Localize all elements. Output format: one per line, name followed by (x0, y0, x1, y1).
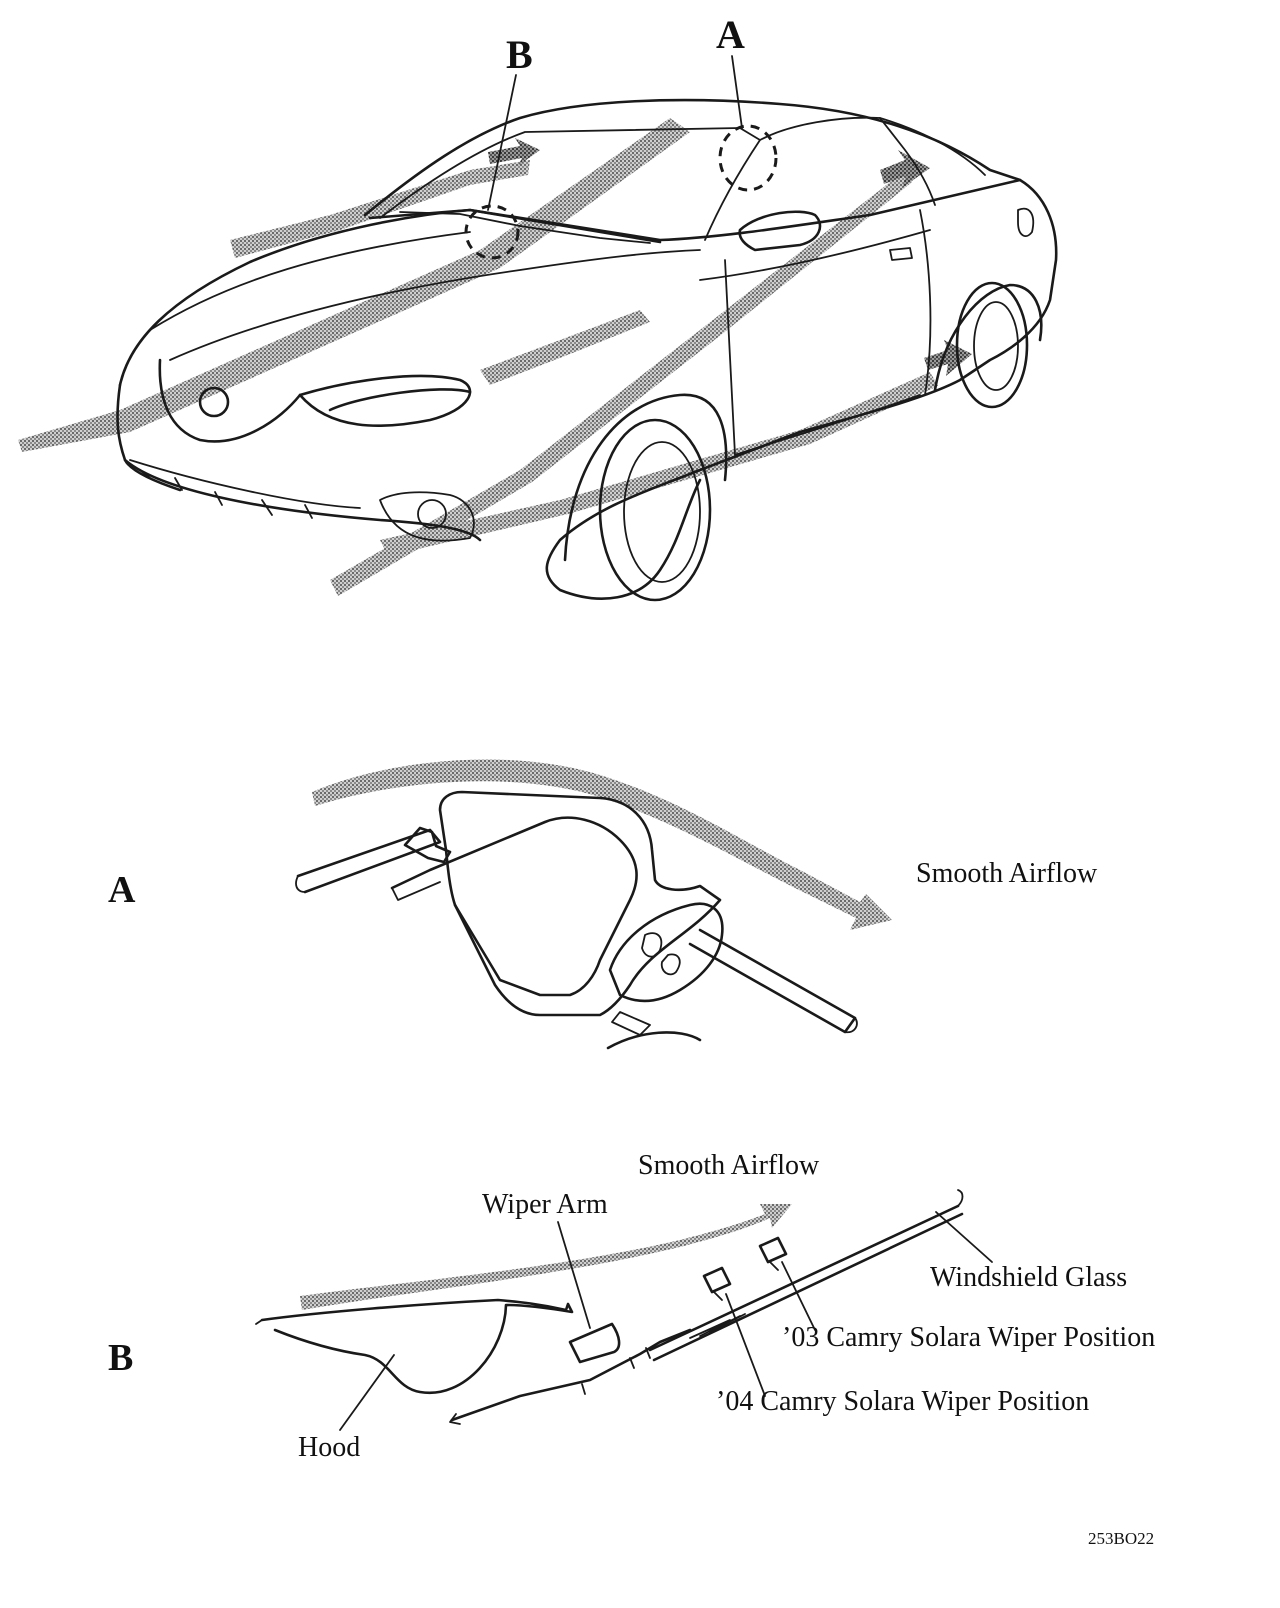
wiper-position-04 (702, 1266, 732, 1294)
wiper-position-04-label: ’04 Camry Solara Wiper Position (716, 1386, 1089, 1417)
callout-b: B (464, 32, 533, 260)
callout-b-circle (464, 204, 520, 260)
detail-b-airflow-arrow (300, 1204, 792, 1310)
wiper-arm (568, 1322, 621, 1364)
detail-a-label: A (108, 869, 136, 911)
windshield-glass (648, 1204, 960, 1352)
detail-a: A Smooth Airflow (108, 759, 1098, 1050)
car-illustration (18, 98, 1058, 602)
callout-a-label: A (716, 12, 745, 57)
windshield-glass-label: Windshield Glass (930, 1262, 1127, 1293)
callout-b-label: B (506, 32, 533, 77)
callout-b-leader (487, 74, 517, 211)
detail-a-airflow-label: Smooth Airflow (916, 858, 1098, 889)
wiper-position-03 (758, 1236, 788, 1264)
detail-b-label: B (108, 1337, 133, 1379)
detail-b-airflow-label: Smooth Airflow (638, 1150, 820, 1181)
wiper-position-03-label: ’03 Camry Solara Wiper Position (782, 1322, 1155, 1353)
detail-a-airflow-arrow (312, 759, 892, 930)
wiper-arm-label: Wiper Arm (482, 1189, 608, 1220)
airflow-streams-car (18, 118, 972, 596)
hood-label: Hood (298, 1432, 360, 1463)
hood-outline (260, 1298, 574, 1395)
callout-a: A (716, 12, 778, 192)
detail-b: B Smooth Airflow Wiper Arm Windshield Gl… (108, 1150, 1155, 1463)
figure-code: 253BO22 (1088, 1529, 1154, 1548)
callout-a-circle (718, 124, 778, 192)
callout-a-leader (731, 55, 743, 129)
